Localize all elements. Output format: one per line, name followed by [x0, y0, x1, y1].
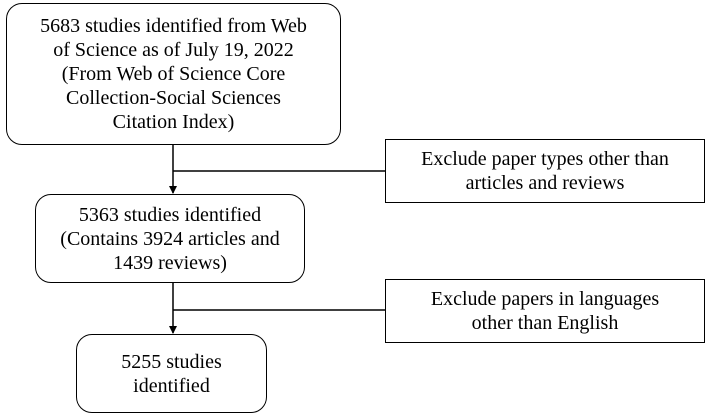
step1-line-3: (From Web of Science Core [61, 63, 286, 85]
step1-line-1: 5683 studies identified from Web [40, 15, 307, 37]
step3-box: 5255 studies identified [76, 334, 267, 413]
step1-line-2: of Science as of July 19, 2022 [53, 39, 294, 61]
exclusion2-box: Exclude papers in languages other than E… [385, 279, 705, 343]
step1-line-4: Collection-Social Sciences [66, 87, 281, 109]
exclusion2-line-2: other than English [471, 312, 619, 334]
step1-box: 5683 studies identified from Web of Scie… [6, 3, 341, 145]
step2-box: 5363 studies identified (Contains 3924 a… [35, 194, 305, 283]
step2-line-1: 5363 studies identified [78, 203, 262, 226]
step3-line-1: 5255 studies [121, 350, 222, 373]
exclusion1-line-1: Exclude paper types other than [421, 148, 669, 170]
exclusion2-line-1: Exclude papers in languages [430, 288, 660, 310]
exclusion1-line-2: articles and reviews [465, 172, 625, 194]
exclusion1-box: Exclude paper types other than articles … [385, 139, 705, 203]
step2-line-2: (Contains 3924 articles and [60, 227, 280, 250]
step1-line-5: Citation Index) [112, 111, 235, 133]
step2-line-3: 1439 reviews) [113, 251, 227, 274]
step3-line-2: identified [133, 374, 210, 397]
